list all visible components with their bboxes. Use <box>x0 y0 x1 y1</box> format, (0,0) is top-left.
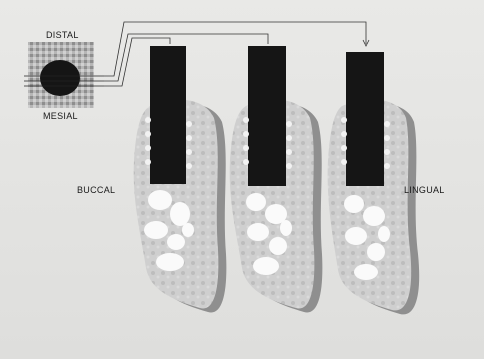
occlusal-view <box>24 42 104 108</box>
section-3-implant <box>346 52 384 186</box>
section-2 <box>230 46 323 312</box>
section-3 <box>328 52 420 314</box>
lingual-label: LINGUAL <box>404 185 445 195</box>
section-1 <box>134 46 227 312</box>
section-2-implant <box>248 46 286 186</box>
leader-lines <box>104 22 369 86</box>
implant-top-view <box>40 60 80 96</box>
buccal-label: BUCCAL <box>77 185 115 195</box>
mesial-label: MESIAL <box>43 111 78 121</box>
leader-line-lingual <box>104 22 366 76</box>
distal-label: DISTAL <box>46 30 79 40</box>
section-1-implant <box>150 46 186 184</box>
